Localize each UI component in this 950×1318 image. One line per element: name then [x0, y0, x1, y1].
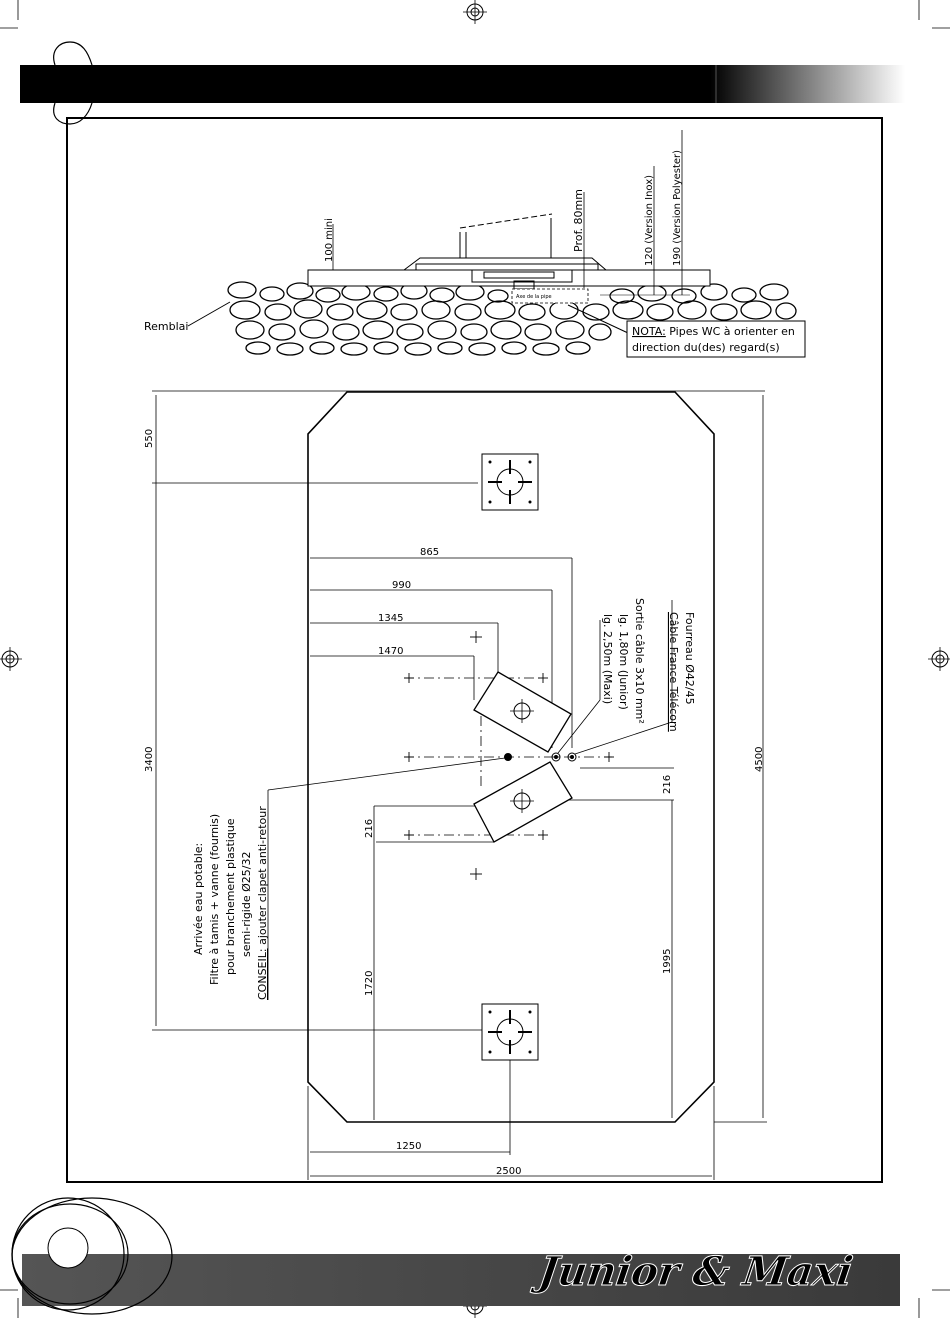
fourreau-note: Fourreau Ø42/45 Câble France Télécom [667, 612, 696, 732]
registration-mark-right [927, 646, 950, 672]
drain-plate-top [481, 453, 539, 511]
dim-100-mini: 100 mini [324, 218, 335, 262]
dim-2500: 2500 [496, 1166, 521, 1177]
nota-box [626, 320, 806, 358]
dim-version-polyester: 190 (Version Polyester) [672, 150, 683, 266]
arrivee-line1: Arrivée eau potable: [192, 843, 205, 955]
dim-216-right: 216 [662, 775, 673, 794]
nota-label: NOTA: [632, 325, 666, 338]
sortie-line3: lg. 2,50m (Maxi) [601, 614, 614, 704]
dim-1250: 1250 [396, 1141, 421, 1152]
registration-mark-left [0, 646, 23, 672]
arrivee-line2: Filtre à tamis + vanne (fournis) [208, 814, 221, 985]
arrivee-line3: pour branchement plastique [224, 818, 237, 975]
nota-line1: Pipes WC à orienter en [666, 325, 795, 338]
dim-865: 865 [420, 547, 439, 558]
conseil-label: CONSEIL: [256, 948, 269, 1000]
plan-view [152, 390, 767, 1180]
sortie-line2: lg. 1,80m (Junior) [617, 614, 630, 710]
dim-prof: Prof. 80mm [572, 189, 585, 252]
registration-mark-top [462, 0, 488, 25]
axe-pipe-label: Axe de la pipe [516, 294, 552, 300]
cable-outlet-point [551, 752, 561, 762]
header-tab-shape [53, 41, 93, 125]
dim-550: 550 [144, 429, 155, 448]
remblai-label: Remblai [144, 320, 188, 333]
dim-216-left: 216 [364, 819, 375, 838]
fourreau-point [567, 752, 577, 762]
nota-line2: direction du(des) regard(s) [632, 341, 780, 354]
page-number-circle [47, 1227, 89, 1269]
dim-version-inox: 120 (Version Inox) [644, 175, 655, 266]
dim-4500: 4500 [754, 747, 765, 772]
dim-1720: 1720 [364, 971, 375, 996]
sortie-note: Sortie câble 3x10 mm² lg. 1,80m (Junior)… [601, 598, 646, 724]
fourreau-line1: Fourreau Ø42/45 [683, 612, 696, 705]
water-inlet-point [504, 753, 512, 761]
footer-circle-decoration [11, 1197, 173, 1315]
dim-990: 990 [392, 580, 411, 591]
dim-1995: 1995 [662, 949, 673, 974]
drain-plate-bottom [481, 1003, 539, 1061]
sortie-line1: Sortie câble 3x10 mm² [633, 598, 646, 724]
cross-section [187, 130, 797, 356]
pool-outline [307, 391, 715, 1123]
conseil-line: CONSEIL: ajouter clapet anti-retour [256, 806, 269, 1000]
dim-3400: 3400 [144, 747, 155, 772]
nota-text: NOTA: Pipes WC à orienter en [632, 325, 795, 338]
skimmer-bottom [473, 761, 573, 843]
arrivee-note: Arrivée eau potable: Filtre à tamis + va… [192, 806, 269, 1000]
fourreau-line2: Câble France Télécom [667, 612, 680, 732]
conseil-text: ajouter clapet anti-retour [256, 806, 269, 949]
footer-bar [22, 1254, 900, 1306]
skimmer-top [473, 671, 572, 753]
dim-1470: 1470 [378, 646, 403, 657]
header-bar [20, 65, 905, 103]
drawing-frame [66, 117, 883, 1183]
dim-1345: 1345 [378, 613, 403, 624]
brand-logo: Junior & Maxi [529, 1248, 856, 1295]
arrivee-line4: semi-rigide Ø25/32 [240, 852, 253, 957]
